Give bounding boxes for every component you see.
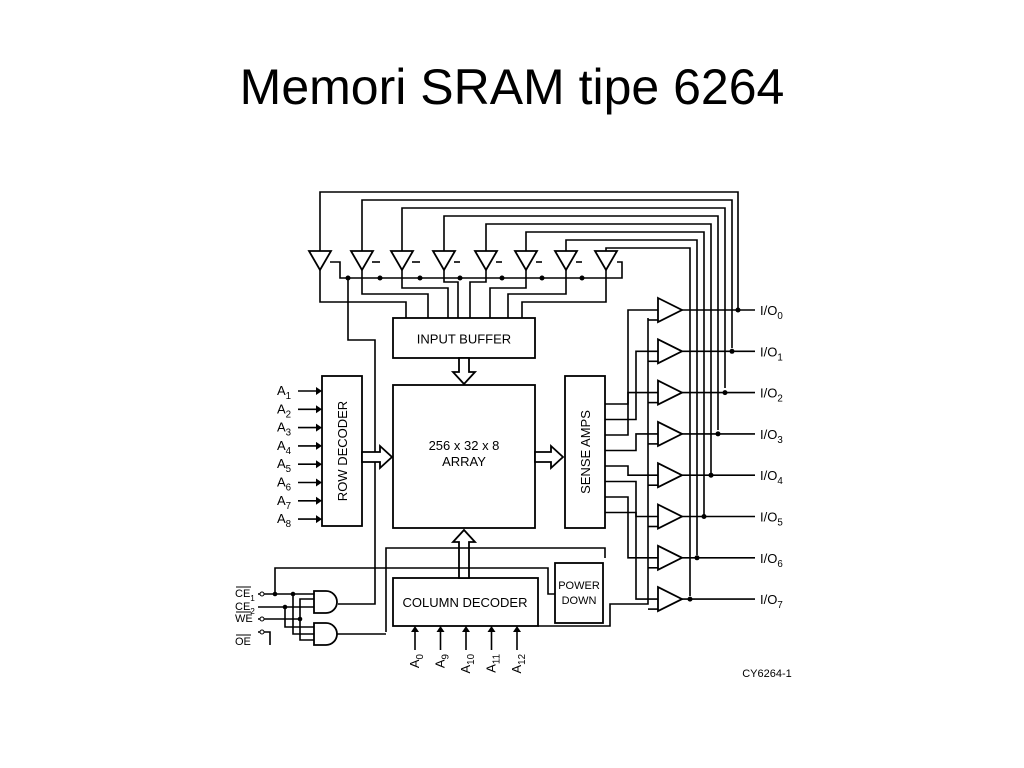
input-driver-6 <box>553 250 579 272</box>
input-buffer-block: INPUT BUFFER <box>392 317 536 359</box>
output-driver-6: I/O6 <box>605 496 783 572</box>
driver-to-buffer-wires <box>319 270 607 605</box>
row-address-pin-3: A3 <box>277 420 291 439</box>
arrow-icon <box>513 626 521 632</box>
io-pin-6: I/O6 <box>760 551 783 570</box>
input-buffer-label: INPUT BUFFER <box>417 331 511 346</box>
row-decoder-label: ROW DECODER <box>335 401 350 501</box>
column-decoder-block: COLUMN DECODER <box>392 577 539 627</box>
arrow-icon <box>316 460 322 469</box>
and-gate-read <box>313 622 338 646</box>
row-decoder-block: ROW DECODER <box>321 375 363 527</box>
output-driver-2: I/O2 <box>605 379 783 436</box>
sense-amps-block: SENSE AMPS <box>564 375 606 529</box>
output-driver-3: I/O3 <box>605 420 783 452</box>
output-driver-1: I/O1 <box>605 337 783 421</box>
control-pin-ce2: CE2 <box>235 601 255 616</box>
array-size-label: 256 x 32 x 8 <box>429 438 500 453</box>
io-pin-2: I/O2 <box>760 386 783 405</box>
input-driver-4 <box>473 250 499 272</box>
io-pin-1: I/O1 <box>760 344 783 363</box>
input-driver-7 <box>593 250 619 272</box>
output-driver-0: I/O0 <box>605 296 783 405</box>
output-driver-5: I/O5 <box>605 480 783 530</box>
row-address-pin-1: A1 <box>277 383 291 402</box>
arrow-icon <box>487 626 496 632</box>
row-address-pin-2: A2 <box>277 401 291 420</box>
output-driver-column: I/O0I/O1I/O2I/O3I/O4I/O5I/O6I/O7 <box>538 296 783 627</box>
io-pin-0: I/O0 <box>760 303 783 322</box>
arrow-icon <box>462 626 470 632</box>
output-driver-7: I/O7 <box>605 511 783 613</box>
control-pin-oe: OE <box>235 636 251 648</box>
output-driver-4: I/O4 <box>605 461 783 489</box>
input-driver-1 <box>349 250 375 272</box>
sense-amps-label: SENSE AMPS <box>578 410 593 494</box>
input-driver-5 <box>513 250 539 272</box>
input-driver-2 <box>389 250 415 272</box>
arrow-icon <box>316 478 322 487</box>
input-driver-row <box>307 250 623 281</box>
column-address-pin-9: A9 <box>433 654 452 668</box>
figure-id: CY6264-1 <box>742 668 792 680</box>
array-label: ARRAY <box>442 454 486 469</box>
column-address-inputs: A0 A9 A10 A11 A12 <box>407 626 528 674</box>
and-gate-write <box>313 590 338 614</box>
io-pin-4: I/O4 <box>760 468 783 487</box>
column-address-pin-10: A10 <box>458 653 477 673</box>
io-pin-3: I/O3 <box>760 427 783 446</box>
io-pin-5: I/O5 <box>760 510 783 529</box>
column-address-pin-0: A0 <box>407 653 426 668</box>
io-pin-7: I/O7 <box>760 592 783 611</box>
row-address-pin-7: A7 <box>277 493 291 512</box>
row-address-pin-6: A6 <box>277 475 291 494</box>
arrow-icon <box>316 405 322 414</box>
column-decoder-label: COLUMN DECODER <box>403 595 528 610</box>
row-address-pin-8: A8 <box>277 511 291 530</box>
column-address-pin-11: A11 <box>484 654 503 673</box>
arrow-icon <box>411 626 419 632</box>
arrow-icon <box>316 423 322 432</box>
arrow-icon <box>436 626 445 632</box>
power-down-label-2: DOWN <box>562 595 597 607</box>
control-pin-we: WE <box>235 613 253 625</box>
column-address-pin-12: A12 <box>509 654 528 674</box>
arrow-icon <box>316 387 322 395</box>
control-pin-ce1: CE1 <box>235 588 255 603</box>
input-driver-3 <box>431 250 457 272</box>
row-address-pin-4: A4 <box>277 438 292 457</box>
arrow-icon <box>316 441 322 450</box>
arrow-icon <box>316 496 322 505</box>
power-down-label-1: POWER <box>558 580 600 592</box>
memory-array-block: 256 x 32 x 8 ARRAY <box>392 384 536 529</box>
input-driver-0 <box>307 250 333 272</box>
control-logic <box>258 547 606 646</box>
power-down-block: POWER DOWN <box>554 562 604 624</box>
slide-title: Memori SRAM tipe 6264 <box>239 59 785 115</box>
arrow-icon <box>316 515 322 524</box>
row-address-pin-5: A5 <box>277 456 292 475</box>
